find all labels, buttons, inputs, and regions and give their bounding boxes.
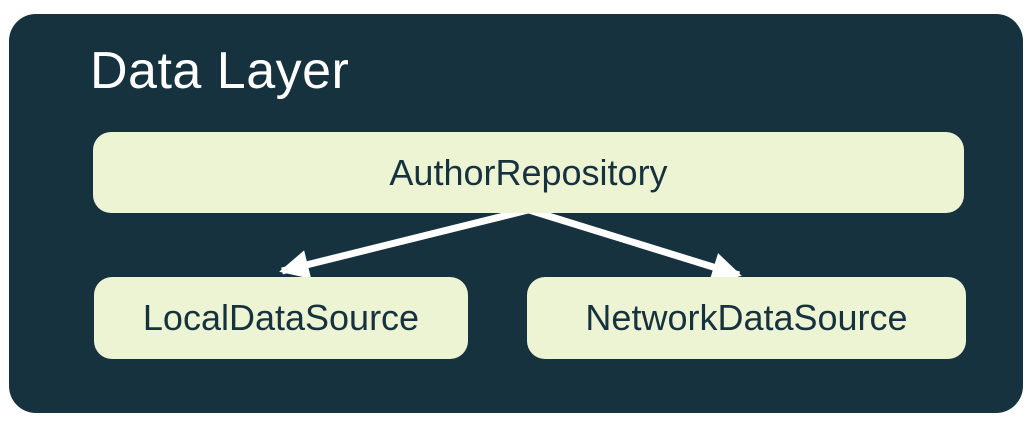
node-author-repository-label: AuthorRepository [389, 151, 668, 193]
data-layer-container: Data Layer AuthorRepository LocalDataSou… [9, 14, 1023, 413]
arrow-repository-to-local [279, 206, 529, 279]
node-network-data-source-label: NetworkDataSource [585, 297, 908, 338]
node-author-repository: AuthorRepository [93, 132, 964, 213]
diagram-title: Data Layer [90, 42, 350, 100]
node-network-data-source: NetworkDataSource [527, 277, 966, 359]
arrow-repository-to-network [527, 206, 742, 282]
node-local-data-source: LocalDataSource [94, 277, 468, 359]
node-local-data-source-label: LocalDataSource [142, 297, 420, 338]
